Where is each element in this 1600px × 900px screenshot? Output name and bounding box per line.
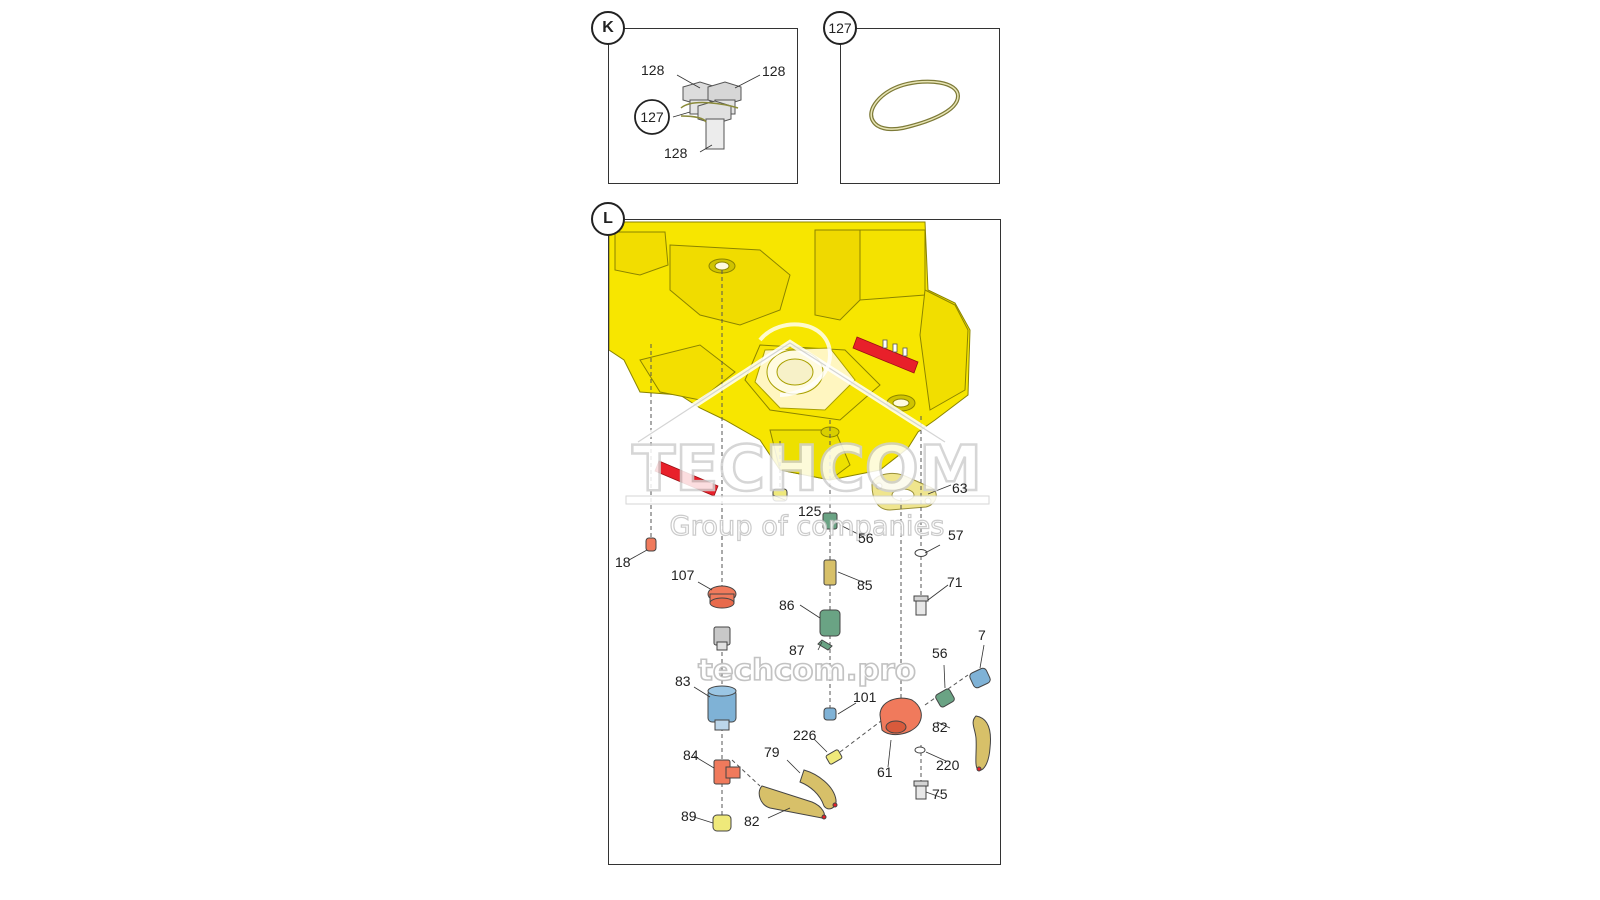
k-label-128-bottom: 128 — [664, 145, 688, 161]
part-7 — [969, 667, 991, 689]
callout-125: 125 — [798, 503, 822, 519]
detail-k-badge: K — [591, 11, 625, 45]
leader-lines — [628, 484, 985, 824]
part-82-right — [972, 715, 991, 772]
k-label-128-top-left: 128 — [641, 62, 665, 78]
callout-83: 83 — [675, 673, 691, 689]
parts — [645, 488, 991, 832]
callout-101: 101 — [853, 689, 877, 705]
callout-86: 86 — [779, 597, 795, 613]
part-57 — [914, 549, 928, 557]
wire-loop — [869, 79, 961, 132]
part-61 — [879, 697, 922, 736]
part-86 — [819, 609, 841, 637]
k-bolt-assembly — [680, 81, 742, 150]
callout-220: 220 — [936, 757, 960, 773]
callout-7: 7 — [978, 627, 986, 643]
k-ring-callout — [634, 99, 670, 135]
callout-71: 71 — [947, 574, 963, 590]
callout-89: 89 — [681, 808, 697, 824]
callout-56-right: 56 — [932, 645, 948, 661]
part-75 — [913, 780, 929, 800]
callout-labels: 18 107 83 84 89 82 79 226 125 56 85 86 8… — [615, 480, 986, 829]
detail-127-badge: 127 — [823, 11, 857, 45]
lock-wire — [680, 101, 739, 109]
part-83 — [707, 685, 737, 731]
callout-18: 18 — [615, 554, 631, 570]
part-stud-gray — [713, 626, 731, 651]
detail-127-panel — [840, 28, 1000, 184]
part-56-top — [822, 512, 838, 530]
bolt-head-bottom — [697, 100, 732, 150]
callout-226: 226 — [793, 727, 817, 743]
part-79 — [799, 769, 838, 810]
part-107 — [707, 585, 737, 609]
techcom-watermark: TECHCOM Group of companies techcom.pro — [625, 322, 990, 688]
part-89 — [712, 814, 732, 832]
view-l-badge: L — [591, 202, 625, 236]
assembly-lines — [650, 270, 969, 815]
watermark-tagline: Group of companies — [670, 511, 945, 542]
callout-84: 84 — [683, 747, 699, 763]
k-leaders — [672, 74, 761, 153]
part-101 — [823, 707, 837, 721]
callout-85: 85 — [857, 577, 873, 593]
part-71 — [913, 595, 929, 616]
part-18 — [645, 537, 657, 552]
callout-82-left: 82 — [744, 813, 760, 829]
stripe-bolts — [882, 339, 908, 357]
callout-57: 57 — [948, 527, 964, 543]
watermark-url: techcom.pro — [698, 653, 916, 687]
k-label-127: 127 — [640, 109, 664, 125]
callout-82-right: 82 — [932, 719, 948, 735]
warning-stripes — [654, 336, 919, 497]
part-56-right — [935, 688, 955, 708]
k-label-128-top-right: 128 — [762, 63, 786, 79]
part-220 — [914, 746, 926, 754]
callout-63: 63 — [952, 480, 968, 496]
part-226 — [825, 749, 843, 765]
callout-75: 75 — [932, 786, 948, 802]
callout-79: 79 — [764, 744, 780, 760]
callout-61: 61 — [877, 764, 893, 780]
part-82-left — [758, 785, 827, 820]
watermark-brand: TECHCOM — [632, 432, 982, 505]
callout-87: 87 — [789, 642, 805, 658]
part-84 — [713, 759, 741, 785]
gearbox-housing — [609, 221, 971, 481]
callout-56-top: 56 — [858, 530, 874, 546]
callout-107: 107 — [671, 567, 695, 583]
part-85 — [823, 559, 837, 586]
